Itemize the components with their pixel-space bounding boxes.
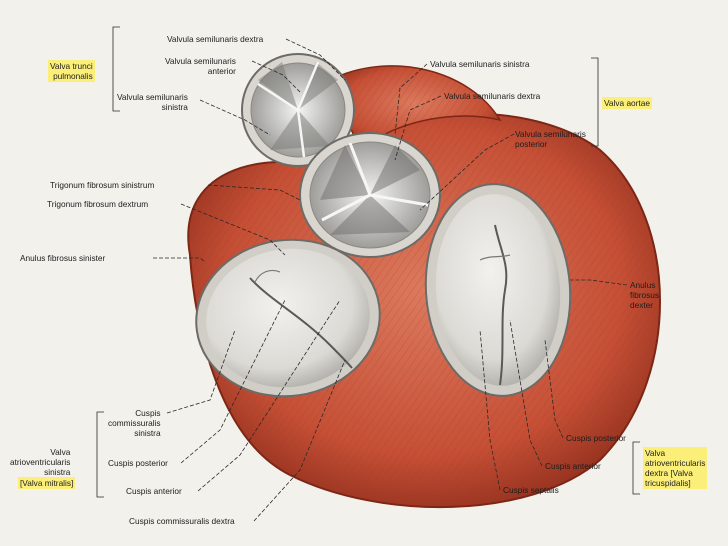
- label-cuspis-posterior-left: Cuspis posterior: [108, 458, 168, 468]
- label-cuspis-commissuralis-sinistra: Cuspis commissuralis sinistra: [108, 408, 161, 438]
- label-valva-atrioventricularis-dextra: Valva atrioventricularis dextra [Valva t…: [643, 447, 708, 489]
- label-valvula-semilunaris-dextra-top: Valvula semilunaris dextra: [167, 34, 264, 44]
- label-valva-aortae: Valva aortae: [602, 97, 652, 109]
- label-valvula-semilunaris-posterior: Valvula semilunaris posterior: [515, 129, 586, 149]
- label-valvula-semilunaris-anterior: Valvula semilunaris anterior: [165, 56, 236, 76]
- label-trigonum-fibrosum-sinistrum: Trigonum fibrosum sinistrum: [50, 180, 155, 190]
- tricuspid-valve: [424, 183, 572, 397]
- label-anulus-fibrosus-sinister: Anulus fibrosus sinister: [20, 253, 106, 263]
- label-valvula-semilunaris-sinistra-left: Valvula semilunaris sinistra: [117, 92, 188, 112]
- pulmonary-valve: [241, 53, 355, 167]
- label-valvula-semilunaris-dextra-right: Valvula semilunaris dextra: [444, 91, 541, 101]
- label-valvula-semilunaris-sinistra-right: Valvula semilunaris sinistra: [430, 59, 530, 69]
- label-valva-mitralis: [Valva mitralis]: [18, 477, 76, 489]
- label-cuspis-anterior-right: Cuspis anterior: [545, 461, 601, 471]
- label-cuspis-septalis: Cuspis septalis: [503, 485, 559, 495]
- label-valva-trunci-pulmonalis: Valva trunci pulmonalis: [48, 60, 95, 82]
- label-trigonum-fibrosum-dextrum: Trigonum fibrosum dextrum: [47, 199, 149, 209]
- aortic-valve: [299, 132, 441, 258]
- brackets: [96, 26, 640, 498]
- label-cuspis-commissuralis-dextra: Cuspis commissuralis dextra: [129, 516, 235, 526]
- mitral-valve: [195, 238, 381, 398]
- label-valva-atrioventricularis-sinistra: Valva atrioventricularis sinistra: [10, 447, 71, 477]
- label-cuspis-anterior-left: Cuspis anterior: [126, 486, 182, 496]
- label-anulus-fibrosus-dexter: Anulus fibrosus dexter: [630, 280, 660, 310]
- label-cuspis-posterior-right: Cuspis posterior: [566, 433, 626, 443]
- leader-lines: [153, 38, 628, 522]
